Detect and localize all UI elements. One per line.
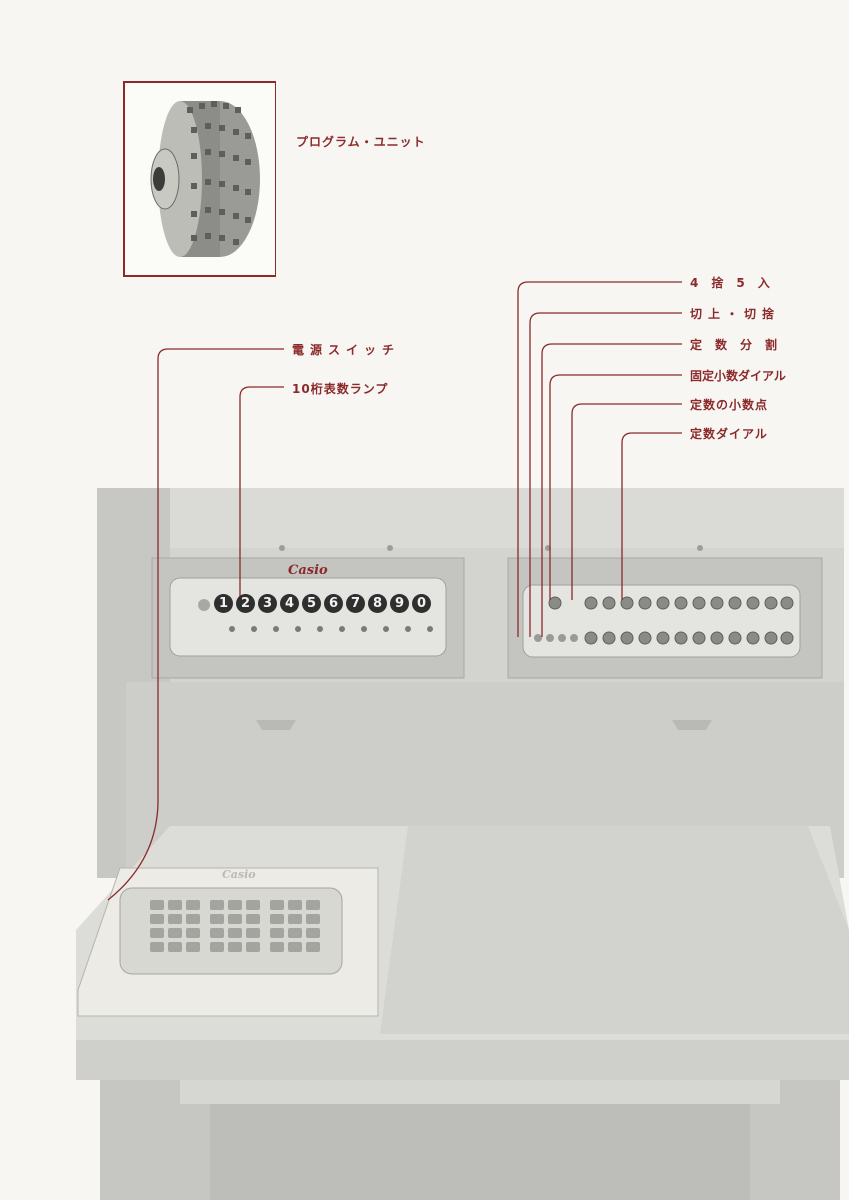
keyboard-brand-plate: Casio bbox=[222, 868, 256, 881]
callout-constant-div: 定数分割 bbox=[690, 338, 791, 352]
display-digit: 7 bbox=[346, 594, 365, 613]
brand-plate: Casio bbox=[288, 563, 328, 578]
display-digit: 6 bbox=[324, 594, 343, 613]
callout-digit-lamp: 10桁表数ランプ bbox=[292, 382, 389, 396]
display-digit: 9 bbox=[390, 594, 409, 613]
display-digit: 1 bbox=[214, 594, 233, 613]
display-digit: 3 bbox=[258, 594, 277, 613]
callout-cut: 切上・切捨 bbox=[690, 307, 781, 321]
callout-const-dial: 定数ダイアル bbox=[690, 427, 768, 441]
program-unit-caption: プログラム・ユニット bbox=[296, 135, 426, 149]
display-digit: 8 bbox=[368, 594, 387, 613]
display-digit: 5 bbox=[302, 594, 321, 613]
callout-power-switch: 電源スイッチ bbox=[292, 343, 401, 357]
callout-fixed-decimal: 固定小数ダイアル bbox=[690, 369, 786, 383]
callout-round: 4捨5入 bbox=[690, 276, 783, 290]
callout-const-decimal: 定数の小数点 bbox=[690, 398, 769, 412]
display-digit: 2 bbox=[236, 594, 255, 613]
program-unit-photo bbox=[125, 83, 275, 275]
display-digit: 0 bbox=[412, 594, 431, 613]
program-unit-photo-frame bbox=[123, 81, 276, 277]
display-digit: 4 bbox=[280, 594, 299, 613]
